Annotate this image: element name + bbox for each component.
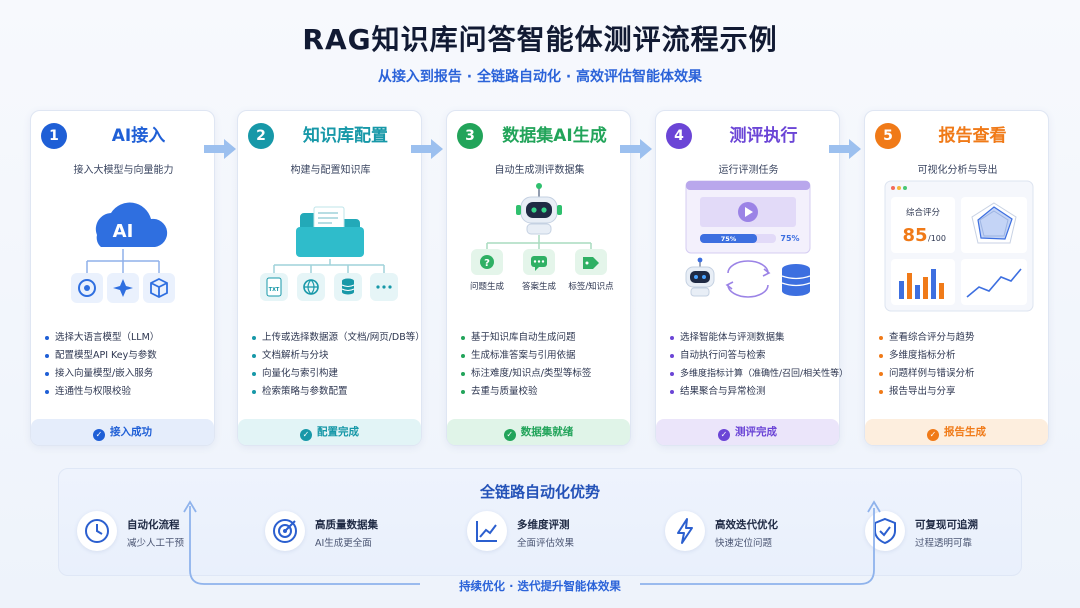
cloud-label: AI (113, 221, 134, 242)
stage-bullets: 查看综合评分与趋势 多维度指标分析 问题样例与错误分析 报告导出与分享 (879, 329, 1042, 401)
radar-chart-icon (971, 202, 1017, 244)
status-badge: ✓接入成功 (31, 419, 214, 445)
stage-bullets: 上传或选择数据源（文档/网页/DB等） 文档解析与分块 向量化与索引构建 检索策… (252, 329, 425, 401)
arrow-right-icon (411, 138, 443, 160)
robot-icon (685, 257, 715, 297)
stage-knowledge-base: 2 知识库配置 构建与配置知识库 TXT 上传或选择数据源（文档/网页/DB等）… (237, 110, 425, 446)
stage-number: 1 (41, 123, 67, 149)
cube-icon (150, 277, 168, 299)
lightning-icon (665, 511, 705, 551)
cloud-icon (95, 202, 168, 247)
database-icon (781, 264, 811, 296)
advantage-item: 可复现可追溯 过程透明可靠 (865, 511, 1025, 551)
progress-text: 75% (780, 234, 799, 243)
score-label: 综合评分 (906, 207, 941, 218)
status-badge: ✓数据集就绪 (447, 419, 630, 445)
arrow-right-icon (204, 138, 236, 160)
folder-icon (296, 206, 364, 257)
stage-bullets: 选择大语言模型（LLM） 配置模型API Key与参数 接入向量模型/嵌入服务 … (45, 329, 208, 401)
advantage-item: 高质量数据集 AI生成更全面 (265, 511, 425, 551)
stage-number: 5 (875, 123, 901, 149)
check-icon: ✓ (718, 429, 730, 441)
globe-icon (303, 279, 319, 295)
stage-number: 4 (666, 123, 692, 149)
monitor-icon: 75% 75% (685, 180, 811, 254)
stage-desc: 接入大模型与向量能力 (73, 165, 174, 176)
stage-number: 3 (457, 123, 483, 149)
stage-desc: 自动生成测评数据集 (494, 165, 585, 176)
dataset-illustration: ? 问题生成 答案生成 标签/知识点 (447, 177, 630, 327)
page-subtitle: 从接入到报告 · 全链路自动化 · 高效评估智能体效果 (377, 69, 703, 85)
tag-icon (583, 257, 599, 269)
check-icon: ✓ (93, 429, 105, 441)
stage-ai-access: 1 AI接入 接入大模型与向量能力 AI 选择大语言模型（LLM） 配置模型AP… (30, 110, 215, 446)
stage-title: 测评执行 (729, 126, 798, 146)
check-icon: ✓ (927, 429, 939, 441)
chat-icon (531, 256, 547, 271)
stage-dataset-generation: 3 数据集AI生成 自动生成测评数据集 ? 问题生成 (446, 110, 631, 446)
stage-title: 数据集AI生成 (502, 126, 607, 146)
score-value: 85 (902, 225, 927, 246)
openai-icon (78, 279, 96, 297)
check-icon: ✓ (503, 429, 516, 441)
stage-report: 5 报告查看 可视化分析与导出 综合评分 85 /100 (864, 110, 1049, 446)
progress-fill (700, 234, 757, 243)
status-badge: ✓报告生成 (865, 419, 1048, 445)
txt-file-icon: TXT (266, 277, 282, 297)
ai-illustration: AI (31, 177, 214, 327)
progress-inner-text: 75% (721, 235, 737, 243)
database-icon (341, 278, 355, 295)
check-icon: ✓ (300, 429, 312, 441)
score-total: /100 (928, 234, 946, 243)
question-icon: ? (480, 255, 494, 269)
evaluation-illustration: 75% 75% (656, 177, 839, 327)
sub-label: 问题生成 (470, 281, 505, 292)
arrow-right-icon (620, 138, 652, 160)
status-badge: ✓测评完成 (656, 419, 839, 445)
advantage-item: 自动化流程 减少人工干预 (77, 511, 237, 551)
stage-desc: 运行评测任务 (718, 165, 779, 176)
sub-label: 标签/知识点 (568, 281, 614, 292)
clock-icon (77, 511, 117, 551)
loop-label: 持续优化 · 迭代提升智能体效果 (459, 579, 621, 593)
advantages-panel: 全链路自动化优势 自动化流程 减少人工干预 高质量数据集 AI生成更全面 多维度… (58, 468, 1022, 576)
knowledge-illustration: TXT (238, 177, 421, 327)
advantage-item: 多维度评测 全面评估效果 (467, 511, 627, 551)
robot-icon (516, 183, 562, 235)
more-icon (376, 285, 392, 289)
svg-text:TXT: TXT (269, 287, 280, 293)
stage-evaluation: 4 测评执行 运行评测任务 75% 75% (655, 110, 848, 446)
chart-icon (467, 511, 507, 551)
stage-desc: 可视化分析与导出 (917, 165, 998, 176)
page-title: RAG知识库问答智能体测评流程示例 (302, 23, 778, 56)
advantages-title: 全链路自动化优势 (479, 483, 600, 501)
sparkle-icon (113, 279, 133, 297)
bar-chart-icon (899, 269, 944, 299)
stage-title: 知识库配置 (303, 126, 388, 146)
stage-desc: 构建与配置知识库 (290, 165, 371, 176)
advantage-item: 高效迭代优化 快速定位问题 (665, 511, 825, 551)
shield-check-icon (865, 511, 905, 551)
stage-bullets: 基于知识库自动生成问题 生成标准答案与引用依据 标注难度/知识点/类型等标签 去… (461, 329, 624, 401)
sync-icon (725, 260, 771, 298)
report-illustration: 综合评分 85 /100 (865, 177, 1048, 327)
stage-number: 2 (248, 123, 274, 149)
stage-title: AI接入 (111, 126, 166, 146)
stage-bullets: 选择智能体与评测数据集 自动执行问答与检索 多维度指标计算（准确性/召回/相关性… (670, 329, 848, 401)
status-badge: ✓配置完成 (238, 419, 421, 445)
play-icon (745, 207, 753, 217)
arrow-right-icon (829, 138, 861, 160)
target-icon (265, 511, 305, 551)
stage-title: 报告查看 (938, 126, 1007, 146)
svg-text:?: ? (484, 258, 490, 269)
sub-label: 答案生成 (522, 281, 557, 292)
line-chart-icon (966, 268, 1022, 298)
